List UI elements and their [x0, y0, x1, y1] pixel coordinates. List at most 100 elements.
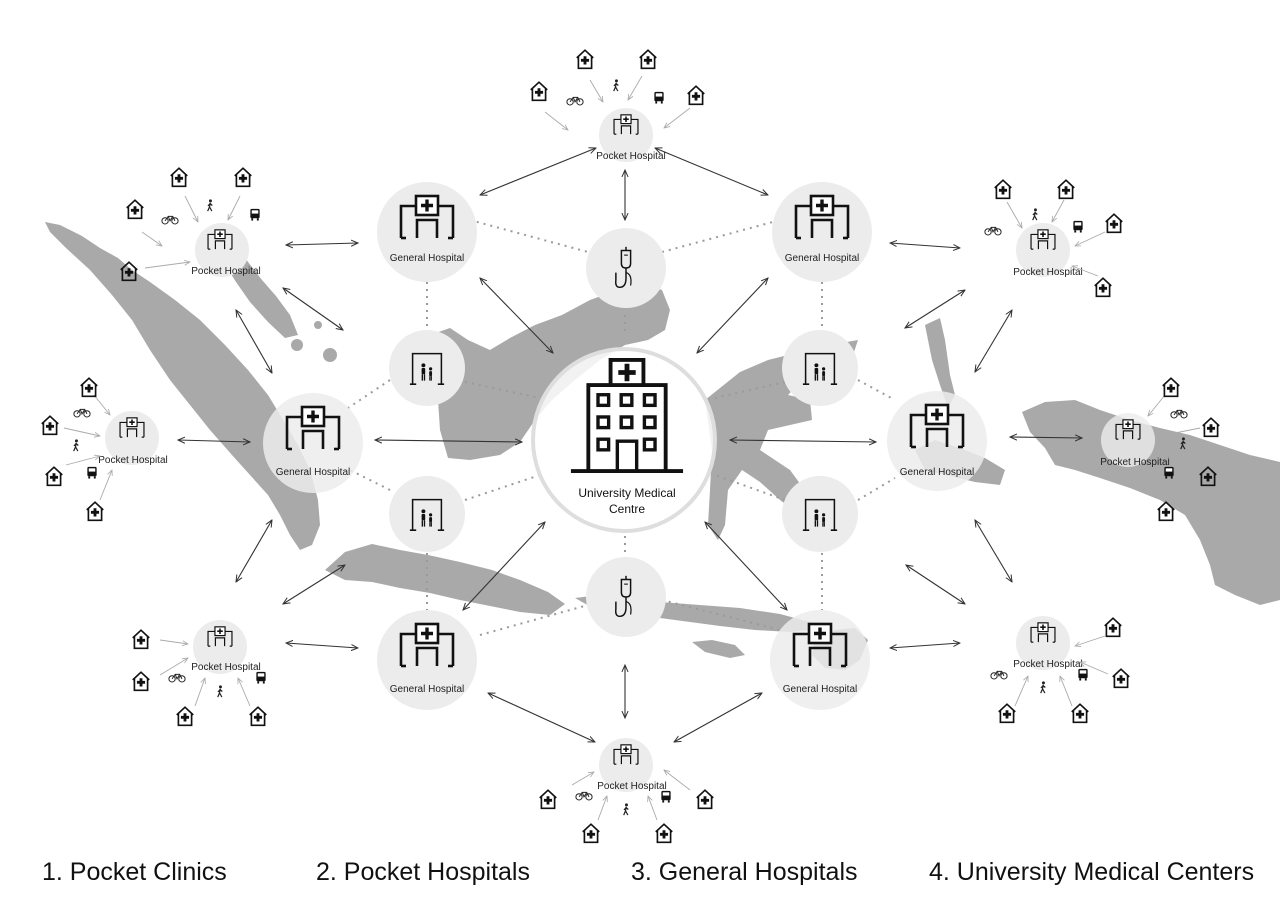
pedestrian-icon: [613, 79, 619, 92]
clinic-icon[interactable]: [529, 80, 549, 102]
pocket-hospital-cluster: Pocket Hospital: [40, 376, 168, 522]
pocket-hospital-cluster: Pocket Hospital: [1100, 376, 1221, 522]
legend-general-hospitals: 3. General Hospitals: [631, 858, 858, 886]
clinic-icon[interactable]: [175, 705, 195, 727]
pedestrian-icon: [207, 199, 213, 212]
clinic-icon[interactable]: [1104, 212, 1124, 234]
general-hospital-node[interactable]: General Hospital: [770, 610, 870, 710]
clinic-icon[interactable]: [1056, 178, 1076, 200]
clinic-icon[interactable]: [1111, 667, 1131, 689]
landmass-papua: [1022, 400, 1280, 605]
general-hospital-node[interactable]: General Hospital: [772, 182, 872, 282]
landmass-maluku-north: [925, 318, 955, 408]
pocket-hospital-label: Pocket Hospital: [1013, 267, 1082, 278]
bus-icon: [250, 208, 260, 221]
pocket-hospital-label: Pocket Hospital: [98, 455, 167, 466]
bicycle-icon: [566, 96, 584, 106]
clinic-icon[interactable]: [1070, 702, 1090, 724]
family-node[interactable]: [782, 476, 858, 552]
bicycle-icon: [161, 215, 179, 225]
iv-drip-node[interactable]: [586, 557, 666, 637]
bus-icon: [256, 671, 266, 684]
general-hospital-label: General Hospital: [785, 253, 859, 264]
clinic-icon[interactable]: [40, 414, 60, 436]
pedestrian-icon: [73, 439, 79, 452]
bus-icon: [654, 91, 664, 104]
clinic-icon[interactable]: [997, 702, 1017, 724]
bus-icon: [1078, 668, 1088, 681]
bus-icon: [1073, 220, 1083, 233]
general-hospital-node[interactable]: General Hospital: [887, 391, 987, 491]
university-medical-centre[interactable]: University Medical Centre: [531, 347, 717, 533]
pocket-hospital-label: Pocket Hospital: [597, 781, 666, 792]
clinic-icon[interactable]: [654, 822, 674, 844]
clinic-icon[interactable]: [575, 48, 595, 70]
bicycle-icon: [575, 791, 593, 801]
pocket-hospital-cluster: Pocket Hospital: [538, 738, 715, 844]
family-node[interactable]: [782, 330, 858, 406]
landmass-sumatra: [45, 222, 320, 550]
general-hospital-node[interactable]: General Hospital: [263, 393, 363, 493]
umc-label-line1: University Medical: [578, 486, 675, 500]
clinic-icon[interactable]: [1201, 416, 1221, 438]
pocket-hospital-label: Pocket Hospital: [191, 266, 260, 277]
pedestrian-icon: [1040, 681, 1046, 694]
clinic-icon[interactable]: [1103, 616, 1123, 638]
clinic-icon[interactable]: [169, 166, 189, 188]
general-hospital-label: General Hospital: [276, 467, 350, 478]
clinic-icon[interactable]: [233, 166, 253, 188]
clinic-icon[interactable]: [538, 788, 558, 810]
pocket-hospital-cluster: Pocket Hospital: [984, 178, 1124, 298]
clinic-icon[interactable]: [1161, 376, 1181, 398]
clinic-icon[interactable]: [79, 376, 99, 398]
bicycle-icon: [73, 408, 91, 418]
iv-drip-node[interactable]: [586, 228, 666, 308]
bicycle-icon: [168, 673, 186, 683]
bus-icon: [87, 466, 97, 479]
pocket-hospital-label: Pocket Hospital: [596, 151, 665, 162]
clinic-icon[interactable]: [248, 705, 268, 727]
clinic-icon[interactable]: [581, 822, 601, 844]
landmass-java: [325, 544, 565, 615]
clinic-icon[interactable]: [695, 788, 715, 810]
bus-icon: [661, 790, 671, 803]
general-hospital-label: General Hospital: [783, 684, 857, 695]
general-hospital-node[interactable]: General Hospital: [377, 610, 477, 710]
clinic-icon[interactable]: [131, 628, 151, 650]
pocket-hospital-label: Pocket Hospital: [191, 662, 260, 673]
clinic-icon[interactable]: [44, 465, 64, 487]
pocket-hospital-cluster: Pocket Hospital: [990, 616, 1131, 724]
bicycle-icon: [1170, 409, 1188, 419]
general-hospital-label: General Hospital: [390, 684, 464, 695]
connection-arrows: [178, 148, 1082, 742]
general-hospital-label: General Hospital: [390, 253, 464, 264]
family-node[interactable]: [389, 476, 465, 552]
clinic-icon[interactable]: [85, 500, 105, 522]
pedestrian-icon: [217, 685, 223, 698]
pocket-hospital-cluster: Pocket Hospital: [131, 620, 268, 727]
clinic-icon[interactable]: [686, 84, 706, 106]
pocket-hospital-cluster: Pocket Hospital: [119, 166, 261, 282]
pocket-hospital-label: Pocket Hospital: [1013, 659, 1082, 670]
clinic-icon[interactable]: [1093, 276, 1113, 298]
clinic-icon[interactable]: [993, 178, 1013, 200]
bicycle-icon: [984, 226, 1002, 236]
pedestrian-icon: [623, 803, 629, 816]
family-node[interactable]: [389, 330, 465, 406]
pocket-hospital-label: Pocket Hospital: [1100, 457, 1169, 468]
pedestrian-icon: [1032, 208, 1038, 221]
pocket-hospital-cluster: Pocket Hospital: [529, 48, 706, 162]
legend-pocket-clinics: 1. Pocket Clinics: [42, 858, 227, 886]
landmass-timor: [692, 640, 745, 658]
dotted-connections: [344, 219, 896, 636]
landmass-sulawesi: [705, 340, 858, 540]
bicycle-icon: [990, 670, 1008, 680]
umc-label-line2: Centre: [609, 502, 645, 516]
clinic-icon[interactable]: [638, 48, 658, 70]
clinic-icon[interactable]: [131, 670, 151, 692]
clinic-icon[interactable]: [125, 198, 145, 220]
general-hospital-node[interactable]: General Hospital: [377, 182, 477, 282]
landmass-borneo: [430, 282, 670, 460]
legend-pocket-hospitals: 2. Pocket Hospitals: [316, 858, 530, 886]
